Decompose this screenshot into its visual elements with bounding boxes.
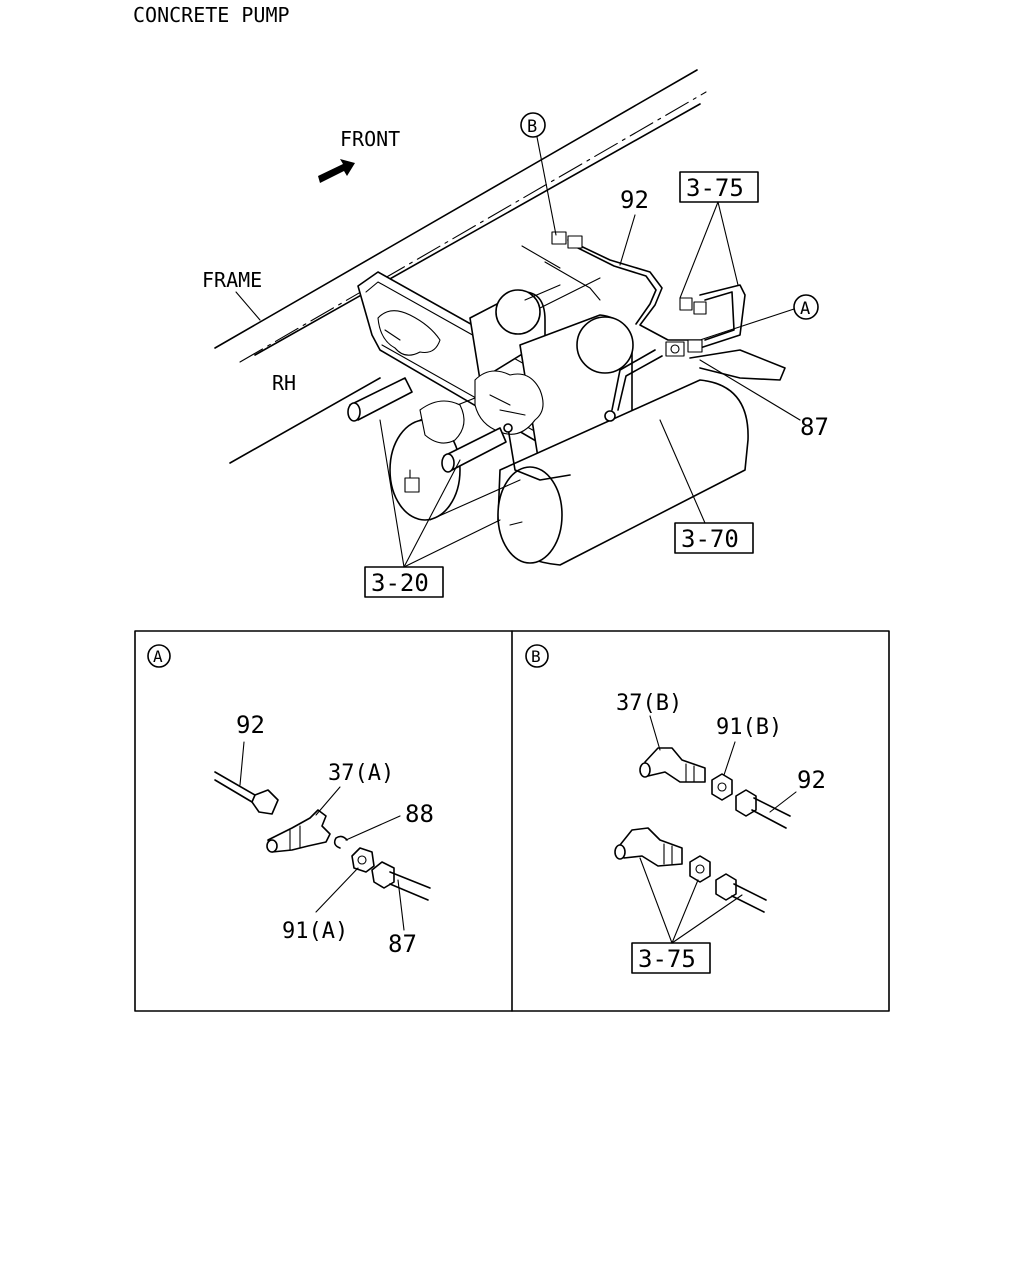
valve-cluster <box>377 310 544 444</box>
callout-a-label: A <box>800 299 810 319</box>
frame-label: FRAME <box>202 268 262 292</box>
ref-3-75-leader-2 <box>717 201 739 286</box>
detail-b-part-37b: 37(B) <box>616 691 682 716</box>
pipe-stubs <box>347 377 507 493</box>
part-92-leader <box>619 214 636 266</box>
rh-label: RH <box>272 371 296 395</box>
detail-b-panel: B 37(B) 91(B) 92 3-75 <box>525 644 826 974</box>
callout-b-circle <box>520 112 546 138</box>
detail-a-marker: A <box>153 647 163 666</box>
detail-a-part-91a: 91(A) <box>282 919 348 944</box>
frame-rails <box>214 69 707 464</box>
detail-a-part-87: 87 <box>388 930 417 958</box>
detail-a-marker-circle <box>147 644 171 668</box>
detail-a-part-88: 88 <box>405 800 434 828</box>
ref-3-75-box <box>679 171 759 203</box>
detail-b-part-91b: 91(B) <box>716 715 782 740</box>
air-tanks <box>389 289 749 566</box>
ref-3-20-leader-2 <box>403 459 461 568</box>
callout-b-leader <box>536 136 557 236</box>
part-87-leader <box>699 359 801 421</box>
front-arrow-icon <box>318 159 355 183</box>
ref-3-70-box <box>674 522 754 554</box>
detail-a-panel: A 92 37(A) 88 91(A) 87 <box>147 644 434 958</box>
ref-3-75-label: 3-75 <box>686 174 744 202</box>
brake-lines <box>503 239 786 481</box>
ref-3-20-leader-3 <box>403 519 501 568</box>
detail-b-marker-circle <box>525 644 549 668</box>
page-title: CONCRETE PUMP <box>133 3 290 27</box>
callout-b-label: B <box>527 117 537 137</box>
callout-a-leader <box>699 308 795 341</box>
ref-3-20-leader-1 <box>379 419 405 568</box>
detail-b-ref-3-75: 3-75 <box>638 945 696 973</box>
fittings <box>551 231 707 357</box>
detail-b-part-92: 92 <box>797 766 826 794</box>
detail-b-ref-3-75-box <box>631 942 711 974</box>
ref-3-70-label: 3-70 <box>681 525 739 553</box>
frame-leader <box>235 291 261 321</box>
callout-a-circle <box>793 294 819 320</box>
front-label: FRONT <box>340 127 400 151</box>
ref-3-70-leader <box>659 419 706 524</box>
main-assembly-view: FRONT FRAME RH <box>202 69 829 598</box>
part-87-label: 87 <box>800 413 829 441</box>
part-92-label: 92 <box>620 186 649 214</box>
ref-3-20-label: 3-20 <box>371 569 429 597</box>
detail-a-part-92: 92 <box>236 711 265 739</box>
ref-3-75-leader-1 <box>679 201 719 299</box>
detail-a-part-37a: 37(A) <box>328 761 394 786</box>
detail-b-marker: B <box>531 647 541 666</box>
